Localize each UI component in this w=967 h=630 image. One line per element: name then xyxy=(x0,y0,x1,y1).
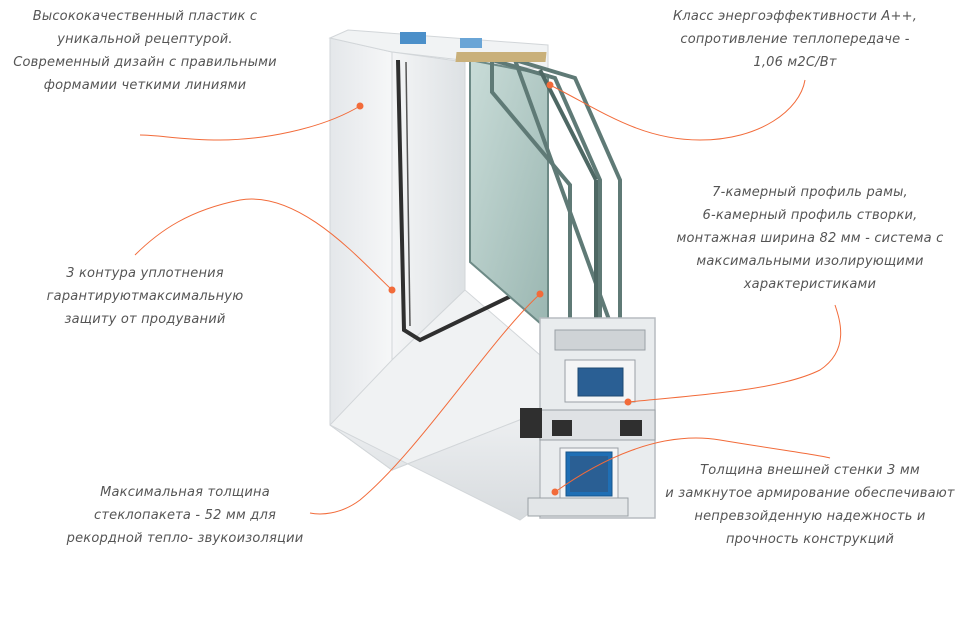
callout-energy-line: сопротивление теплопередаче - xyxy=(680,32,910,47)
marker-dot xyxy=(624,398,632,406)
top-chamber xyxy=(400,32,426,44)
seal-contour xyxy=(396,59,541,343)
callout-plastic-line: Современный дизайн с правильными xyxy=(13,55,277,70)
callout-wall-line: прочность конструкций xyxy=(725,532,895,547)
callout-profile: 7-камерный профиль рамы, 6-камерный проф… xyxy=(655,181,965,296)
leader-seal xyxy=(134,198,393,291)
callout-profile-line: характеристиками xyxy=(743,277,877,292)
spacer-bar xyxy=(455,52,547,62)
marker-dot xyxy=(388,286,396,294)
callout-plastic-line: Высококачественный пластик с xyxy=(32,9,258,24)
callout-profile-line: 6-камерный профиль створки, xyxy=(702,208,918,223)
profile-cross-section xyxy=(520,317,656,519)
callout-seal: 3 контура уплотнения гарантируютмаксимал… xyxy=(20,262,270,331)
marker-dot xyxy=(356,102,364,110)
callout-wall-line: и замкнутое армирование обеспечивают xyxy=(665,486,955,501)
leader-glass xyxy=(309,293,541,515)
callout-wall-line: Толщина внешней стенки 3 мм xyxy=(700,463,920,478)
leader-plastic xyxy=(139,105,361,141)
callout-wall: Толщина внешней стенки 3 мм и замкнутое … xyxy=(650,459,967,551)
seal-gasket xyxy=(620,420,642,436)
callout-plastic-line: формамии четкими линиями xyxy=(43,78,247,93)
callout-seal-line: 3 контура уплотнения xyxy=(66,266,224,281)
leader-wall xyxy=(554,437,831,493)
callout-profile-line: монтажная ширина 82 мм - система с xyxy=(676,231,944,246)
leader-energy xyxy=(549,79,806,141)
callout-seal-line: гарантируютмаксимальную xyxy=(46,289,244,304)
top-chamber xyxy=(460,38,482,48)
callout-glass: Максимальная толщина стеклопакета - 52 м… xyxy=(40,481,330,550)
marker-dot xyxy=(546,81,554,89)
leader-profile xyxy=(627,304,842,403)
callout-glass-line: Максимальная толщина xyxy=(100,485,270,500)
callout-energy-line: Класс энергоэффективности А++, xyxy=(672,9,918,24)
callout-profile-line: 7-камерный профиль рамы, xyxy=(712,185,908,200)
callout-wall-line: непревзойденную надежность и xyxy=(694,509,926,524)
glass-pane xyxy=(469,58,549,333)
callout-seal-line: защиту от продуваний xyxy=(64,312,226,327)
callout-plastic: Высококачественный пластик с уникальной … xyxy=(0,5,290,97)
leader-lines xyxy=(134,79,842,515)
marker-dot xyxy=(536,290,544,298)
glass-pane xyxy=(511,56,622,351)
callout-glass-line: рекордной тепло- звукоизоляции xyxy=(66,531,304,546)
seal-contour xyxy=(405,61,411,327)
callout-energy: Класс энергоэффективности А++, сопротивл… xyxy=(640,5,950,74)
callout-profile-line: максимальными изолирующими xyxy=(696,254,924,269)
seal-gasket xyxy=(552,420,572,436)
marker-dot xyxy=(551,488,559,496)
callout-glass-line: стеклопакета - 52 мм для xyxy=(94,508,276,523)
reinforcement-insert xyxy=(577,367,624,397)
seal-gasket xyxy=(520,408,542,438)
callout-plastic-line: уникальной рецептурой. xyxy=(57,32,233,47)
callout-energy-line: 1,06 м2С/Вт xyxy=(753,55,837,70)
